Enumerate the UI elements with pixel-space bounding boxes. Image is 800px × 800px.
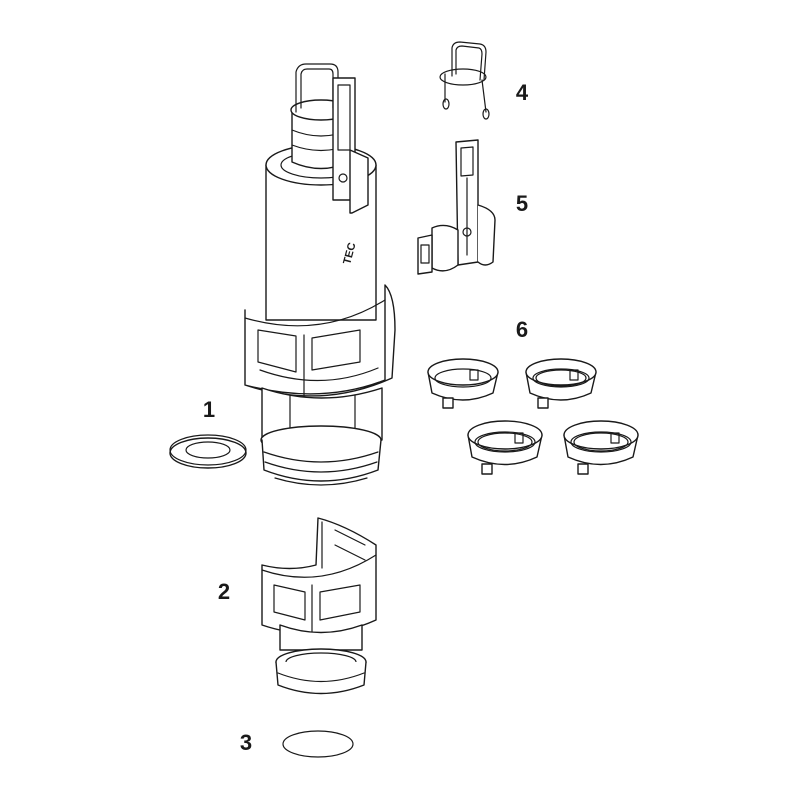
brand-logo: TEC [341,241,358,265]
part-2-valve-base-cage [261,517,377,695]
part-1-gasket-ring [169,434,247,469]
callout-6: 6 [515,317,529,342]
adapter-ring-3 [467,420,543,475]
adapter-ring-1 [427,358,499,409]
adapter-ring-2 [525,358,597,409]
adapter-ring-4 [563,420,639,475]
callout-3: 3 [239,730,253,755]
callout-1: 1 [202,397,216,422]
part-3-o-ring [282,730,354,758]
callout-2: 2 [217,579,231,604]
callout-5: 5 [515,191,529,216]
part-6-adapter-rings [427,358,639,475]
callout-4: 4 [515,80,529,105]
main-flush-valve-assembly: TEC [244,63,396,486]
part-4-lifting-bracket-clip [439,41,490,120]
part-5-float-holder-clip [417,139,496,275]
